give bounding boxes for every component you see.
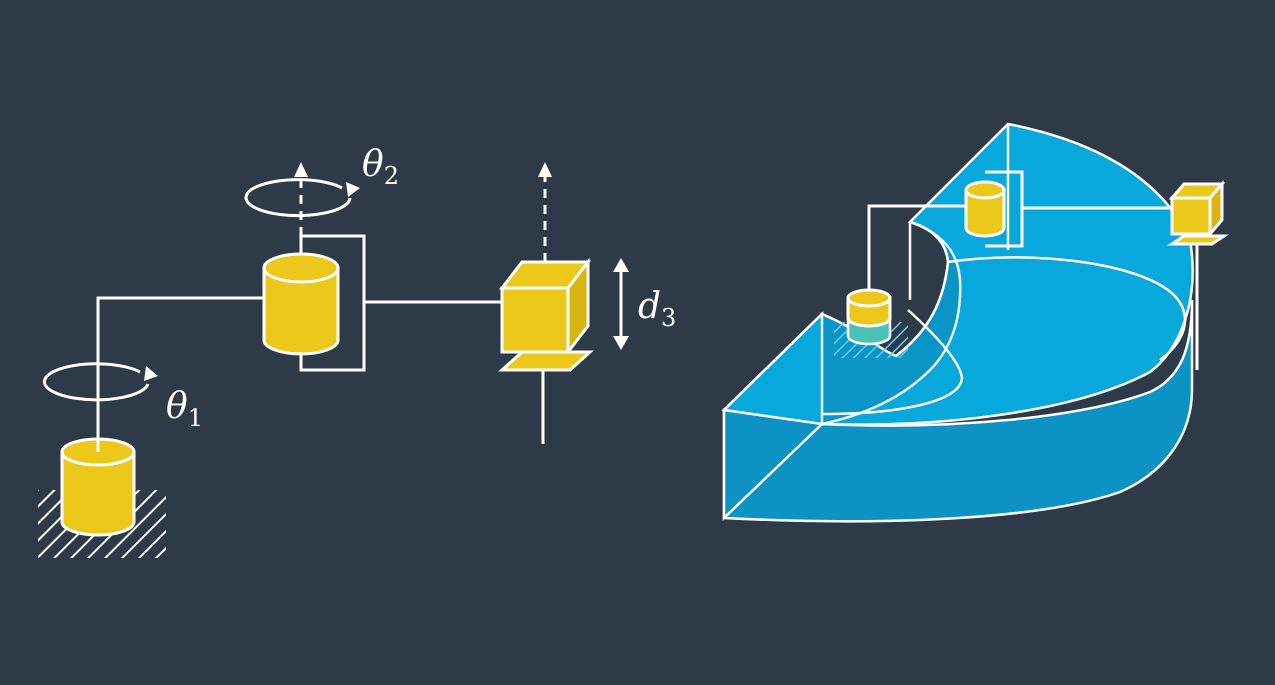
- joint-2-axis: [294, 162, 308, 236]
- workspace-prismatic-cube: [1167, 179, 1229, 246]
- prismatic-joint-cube: [498, 257, 594, 372]
- base-joint-cylinder: [60, 437, 136, 537]
- rotation-arrow-theta2: [244, 178, 360, 218]
- translation-arrow-d3: [613, 258, 629, 350]
- theta1-label: θ1: [166, 386, 203, 432]
- prismatic-axis: [538, 162, 552, 262]
- joint-2-cylinder: [262, 252, 340, 356]
- theta2-label: θ2: [362, 144, 399, 190]
- workspace-arm-link-1: [867, 204, 966, 290]
- kinematic-schematic: θ1 θ2 d3: [38, 144, 676, 558]
- workspace-joint-2: [964, 180, 1006, 238]
- workspace-outer-wall: [722, 299, 1194, 523]
- workspace-base-joint: [846, 288, 892, 346]
- link-1: [96, 296, 268, 452]
- workspace-volume: [721, 122, 1229, 523]
- workspace-inner-wall: [820, 220, 962, 426]
- joint-2-bracket: [299, 234, 366, 372]
- d3-label: d3: [638, 286, 676, 332]
- rotation-arrow-theta1: [42, 362, 158, 402]
